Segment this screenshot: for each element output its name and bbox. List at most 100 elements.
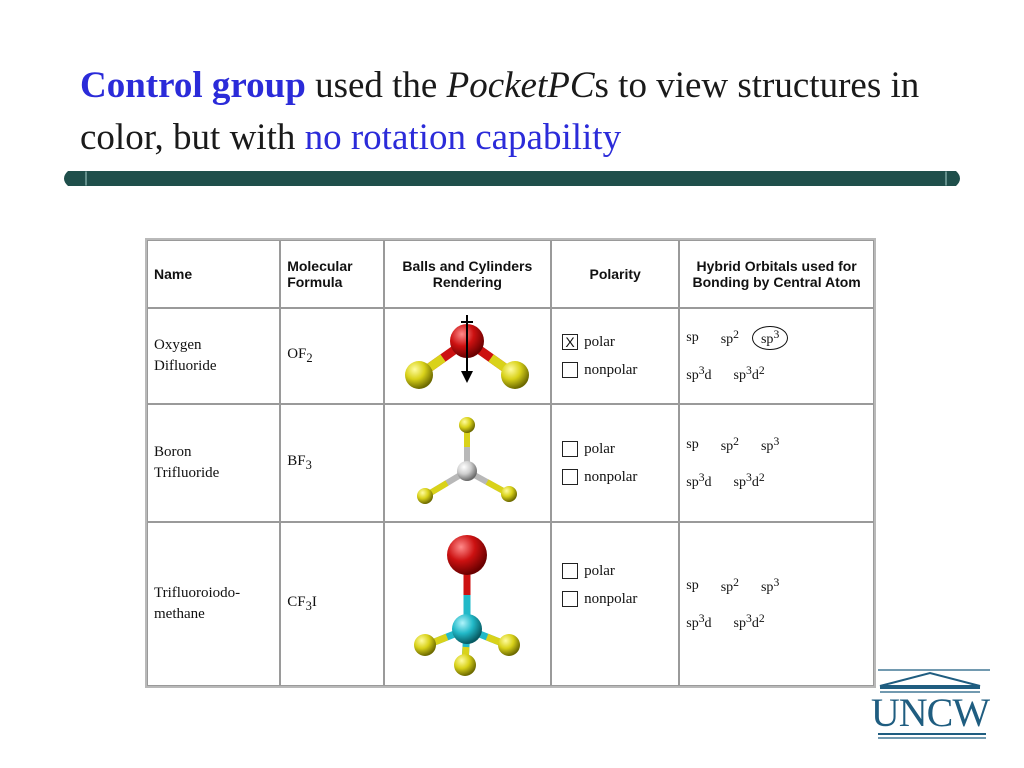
- polar-label: polar: [584, 333, 615, 350]
- polar-checkbox[interactable]: [562, 563, 579, 579]
- formula-base: OF: [287, 345, 307, 362]
- iodine-atom: [447, 535, 488, 575]
- formula-base: BF: [287, 452, 306, 469]
- orbital-sp3: sp3: [761, 435, 779, 456]
- title-emphasis-control-group: Control group: [80, 65, 306, 106]
- polarity-cell: polar nonpolar: [551, 404, 680, 522]
- formula-subscript: 3: [305, 598, 312, 613]
- orbital-cell: sp sp2 sp3 sp3d sp3d2: [679, 308, 874, 404]
- orbital-sp: sp: [686, 437, 699, 452]
- fluorine-atom: [501, 361, 530, 389]
- header-name: Name: [147, 240, 281, 308]
- formula-subscript: 3: [305, 457, 312, 472]
- polar-checkbox[interactable]: [562, 441, 579, 457]
- orbital-base: sp: [686, 475, 699, 491]
- fluorine-atom: [498, 634, 521, 656]
- orbital-base: sp: [720, 439, 734, 455]
- name-line: Trifluoride: [154, 465, 220, 481]
- orbital-base: sp: [720, 332, 734, 348]
- nonpolar-label: nonpolar: [584, 590, 638, 607]
- carbon-atom: [452, 614, 483, 644]
- orbital-base: sp: [720, 580, 734, 596]
- orbital-sup: 3: [698, 363, 705, 377]
- orbital-sup: 2: [733, 434, 739, 448]
- name-line: Difluoride: [154, 358, 217, 374]
- orbital-cell: sp sp2 sp3 sp3d sp3d2: [679, 522, 874, 686]
- orbital-sp2: sp2: [721, 435, 739, 456]
- orbital-sp2: sp2: [721, 328, 739, 349]
- orbital-sup: 3: [745, 611, 752, 625]
- fluorine-atom: [454, 654, 477, 676]
- nonpolar-checkbox[interactable]: [562, 591, 579, 607]
- cf3i-molecule-model: [414, 535, 521, 676]
- orbital-base: sp: [733, 368, 746, 384]
- orbital-sup: 2: [758, 470, 765, 484]
- polarity-cell: polar nonpolar: [551, 522, 680, 686]
- molecule-table: Name Molecular Formula Balls and Cylinde…: [145, 238, 876, 688]
- molecular-formula: OF2: [280, 308, 384, 404]
- nonpolar-checkbox[interactable]: [562, 469, 579, 485]
- orbital-tail: d: [704, 475, 712, 491]
- orbital-tail: d: [704, 616, 712, 632]
- orbital-base: sp: [760, 332, 774, 348]
- orbital-sup: 2: [758, 363, 765, 377]
- orbital-sp2: sp2: [721, 576, 739, 597]
- fluorine-atom: [417, 488, 434, 504]
- ball-stick-rendering: [383, 522, 552, 686]
- name-line: Oxygen: [154, 337, 202, 353]
- nonpolar-checkbox[interactable]: [562, 362, 579, 378]
- formula-tail: I: [311, 593, 317, 610]
- title-text-used-the: used the: [305, 65, 447, 106]
- orbital-sup: 3: [773, 575, 780, 589]
- ball-stick-rendering: [383, 404, 552, 522]
- orbital-cell: sp sp2 sp3 sp3d sp3d2: [679, 404, 874, 522]
- title-pocketpc: PocketPC: [446, 65, 595, 106]
- slide-title: Control group used the PocketPCs to view…: [80, 60, 1000, 164]
- boron-atom: [457, 461, 478, 481]
- orbital-sp3d: sp3d: [686, 471, 711, 492]
- orbital-sp3d2: sp3d2: [734, 364, 765, 385]
- orbital-sp3d2: sp3d2: [734, 612, 765, 633]
- molecule-name: Trifluoroiodo-methane: [147, 522, 281, 686]
- orbital-sp3d: sp3d: [686, 364, 711, 385]
- fluorine-atom: [501, 486, 518, 502]
- title-text-middle: s to view structures in color, but with: [80, 65, 920, 158]
- molecular-formula: CF3I: [280, 522, 384, 686]
- polar-label: polar: [584, 440, 615, 457]
- fluorine-atom: [405, 361, 434, 389]
- orbital-base: sp: [733, 475, 746, 491]
- orbital-sup: 2: [733, 327, 739, 341]
- orbital-base: sp: [686, 368, 699, 384]
- orbital-base: sp: [733, 616, 746, 632]
- orbital-sup: 2: [733, 575, 739, 589]
- orbital-sp3d: sp3d: [686, 612, 711, 633]
- polar-label: polar: [584, 562, 615, 579]
- formula-subscript: 2: [306, 350, 313, 365]
- header-polarity: Polarity: [551, 240, 680, 308]
- ball-stick-rendering: [383, 308, 552, 404]
- table-header-row: Name Molecular Formula Balls and Cylinde…: [147, 240, 874, 308]
- orbital-sup: 3: [698, 470, 705, 484]
- orbital-sp3d2: sp3d2: [734, 471, 765, 492]
- orbital-base: sp: [760, 439, 774, 455]
- orbital-sup: 3: [773, 327, 780, 341]
- fluorine-atom: [459, 417, 476, 433]
- uncw-logo: UNCW: [871, 669, 990, 739]
- orbital-sup: 3: [745, 470, 752, 484]
- name-line: Trifluoroiodo-: [154, 585, 241, 601]
- orbital-sp: sp: [686, 578, 699, 593]
- orbital-sup: 3: [698, 611, 705, 625]
- molecular-formula: BF3: [280, 404, 384, 522]
- of2-molecule-model: [405, 315, 530, 389]
- orbital-base: sp: [760, 580, 774, 596]
- orbital-tail: d: [751, 616, 759, 632]
- polar-checkbox[interactable]: X: [562, 334, 579, 350]
- name-line: Boron: [154, 444, 192, 460]
- formula-base: CF: [287, 593, 306, 610]
- orbital-sup: 2: [758, 611, 765, 625]
- orbital-tail: d: [704, 368, 712, 384]
